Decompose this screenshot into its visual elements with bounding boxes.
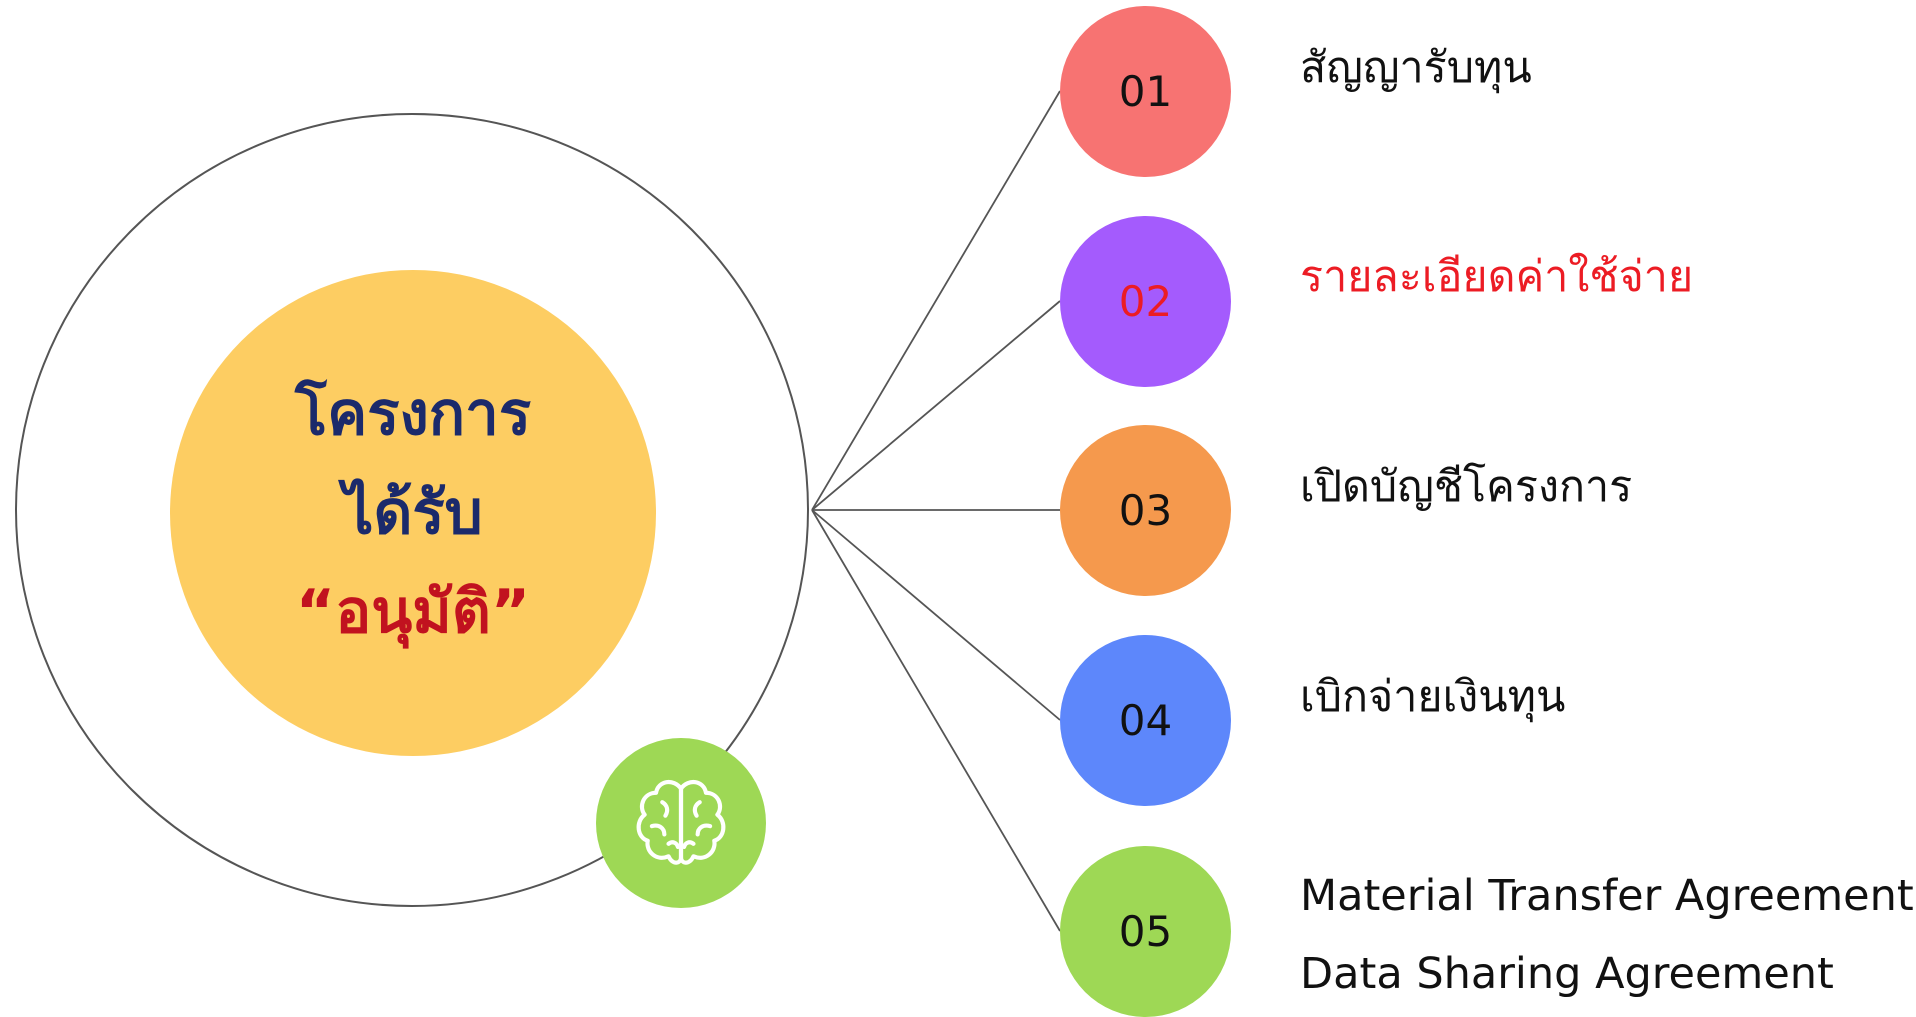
step-02-label: รายละเอียดค่าใช้จ่าย — [1300, 252, 1694, 302]
step-03-circle: 03 — [1060, 425, 1231, 596]
core-circle: โครงการ ได้รับ “อนุมัติ” — [170, 270, 656, 756]
step-02-number: 02 — [1118, 277, 1173, 326]
connector-04 — [811, 509, 1061, 721]
step-04-number: 04 — [1118, 696, 1173, 745]
step-03-number: 03 — [1118, 486, 1173, 535]
brain-icon — [636, 780, 726, 865]
step-05-number: 05 — [1118, 907, 1173, 956]
step-01-circle: 01 — [1060, 6, 1231, 177]
core-title-line-1: โครงการ — [294, 378, 532, 449]
core-title-highlight: “อนุมัติ” — [295, 576, 531, 647]
step-05-label: Material Transfer Agreement Data Sharing… — [1300, 857, 1914, 1013]
outer-ring — [15, 113, 809, 907]
step-04-label: เบิกจ่ายเงินทุน — [1300, 672, 1566, 722]
step-01-number: 01 — [1118, 67, 1173, 116]
step-05-label-line-1: Material Transfer Agreement — [1300, 871, 1914, 921]
core-title-line-2: ได้รับ — [343, 477, 483, 548]
connector-01 — [811, 90, 1061, 511]
step-01-label: สัญญารับทุน — [1300, 43, 1532, 93]
step-02-circle: 02 — [1060, 216, 1231, 387]
step-05-label-line-2: Data Sharing Agreement — [1300, 949, 1834, 999]
step-05-circle: 05 — [1060, 846, 1231, 1017]
connector-02 — [811, 300, 1061, 511]
step-04-circle: 04 — [1060, 635, 1231, 806]
step-03-label: เปิดบัญชีโครงการ — [1300, 462, 1633, 512]
brain-badge — [596, 738, 766, 908]
connector-05 — [811, 509, 1061, 932]
